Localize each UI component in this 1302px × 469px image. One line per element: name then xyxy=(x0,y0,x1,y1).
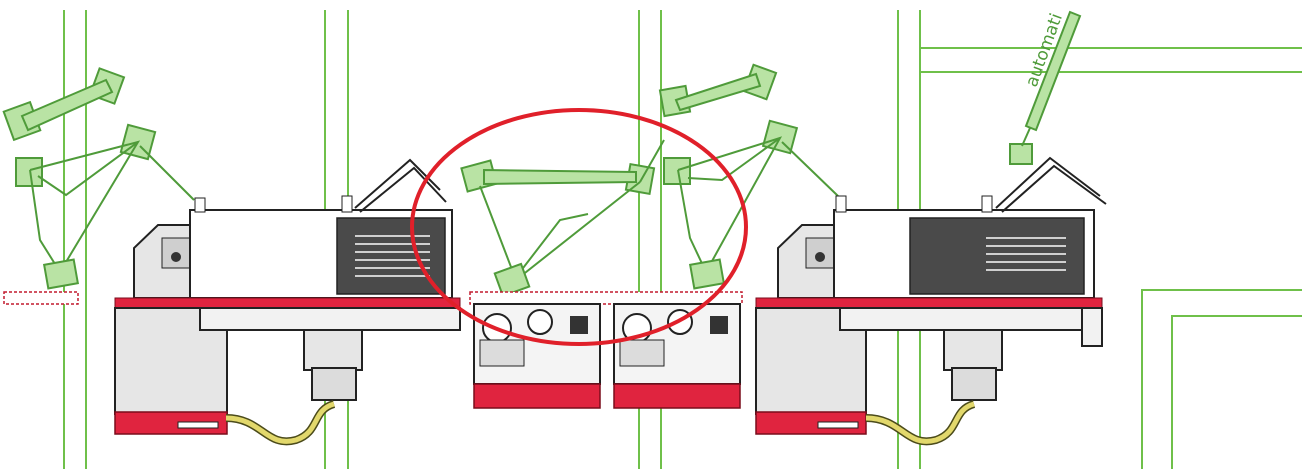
cable-hose-icon xyxy=(225,400,336,446)
robot-arm-icon: automati xyxy=(1009,10,1082,165)
machine-tool-icon xyxy=(469,291,743,409)
highlight-ellipse-icon xyxy=(410,108,748,346)
guide-lines xyxy=(63,10,1302,469)
robot-arm-icon xyxy=(2,67,195,290)
robot-arm-icon xyxy=(658,63,839,290)
machine-tool-icon xyxy=(114,158,461,435)
robot-arm-icon xyxy=(460,139,665,298)
machine-tool-icon xyxy=(755,156,1107,435)
cable-hose-icon xyxy=(865,400,976,446)
